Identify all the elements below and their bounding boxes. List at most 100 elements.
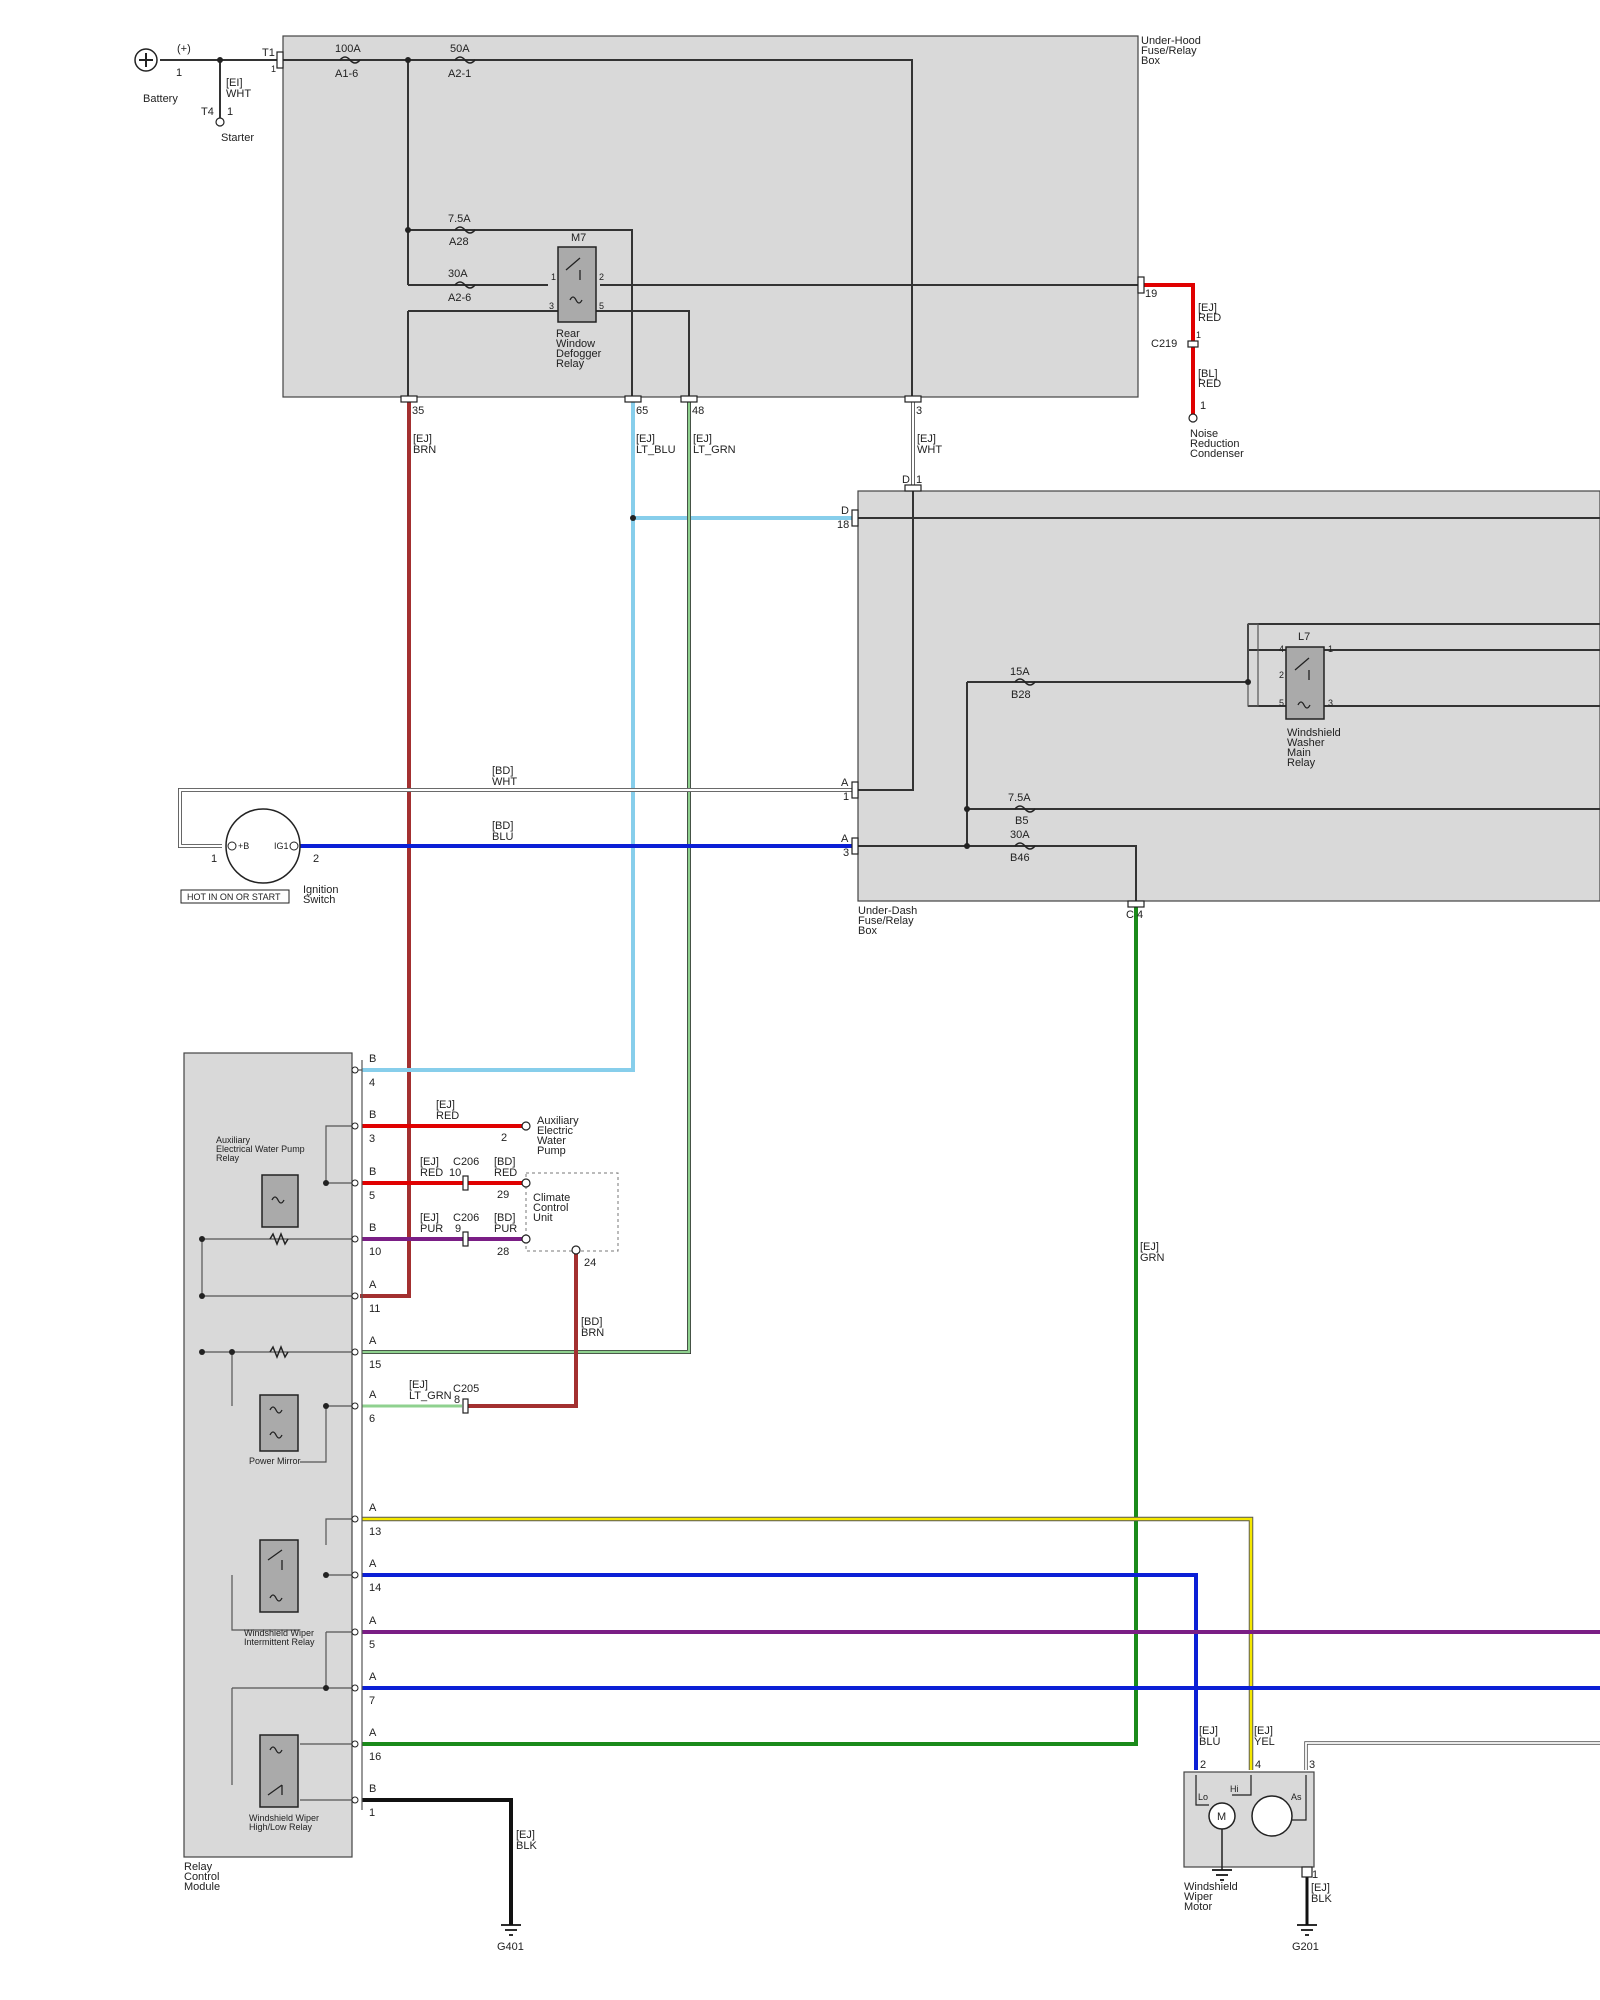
wire-brown [360, 400, 411, 1298]
rcm-connector-letter: A [369, 1335, 377, 1347]
relay-l7-name-3: Main [1287, 747, 1311, 759]
aux-pump-name-3: Water [537, 1135, 566, 1147]
condenser-pin: 1 [1200, 400, 1206, 412]
climate-pin-29 [521, 1178, 531, 1188]
climate-c206b: C206 [453, 1212, 479, 1224]
underdash-a1-conn: A [841, 777, 849, 789]
climate-pur-color2: PUR [494, 1223, 517, 1235]
pin-35: 35 [412, 405, 424, 417]
rcm-pin-number: 11 [369, 1303, 380, 1315]
fuse-7-5a-b5 [1014, 805, 1036, 813]
aux-relay-name-3: Relay [216, 1153, 240, 1163]
relay-m7-name-1: Rear [556, 328, 580, 340]
climate-pin24: 24 [584, 1257, 596, 1269]
rcm-pin-number: 3 [369, 1133, 375, 1145]
wire-yellow-inner [362, 1517, 1253, 1770]
rcm-connector-letter: B [369, 1166, 376, 1178]
wire-black-ground [362, 1798, 513, 1925]
rcm-pin-terminal [351, 1796, 359, 1804]
ltgrn-color: LT_GRN [693, 444, 736, 456]
motor-gnd-pin: 1 [1312, 1869, 1318, 1881]
climate-brn-color: BRN [581, 1327, 604, 1339]
condenser-name-3: Condenser [1190, 448, 1244, 460]
fuse-a28-id: A28 [449, 236, 469, 248]
wht-code: [EJ] [917, 433, 936, 445]
fuse-50a-rating: 50A [450, 43, 470, 55]
battery-label: Battery [143, 93, 178, 105]
wire-blue-14 [362, 1573, 1198, 1770]
fuse-a2-6-rating: 30A [448, 268, 468, 280]
highlow-name-1: Windshield Wiper [249, 1813, 319, 1823]
pin-3-top: 3 [916, 405, 922, 417]
aux-water-pump-relay [261, 1174, 299, 1228]
ltblu-color: LT_BLU [636, 444, 676, 456]
fuse-b28-rating: 15A [1010, 666, 1030, 678]
t1-label: T1 [262, 47, 275, 59]
motor-gnd-color: BLK [1311, 1893, 1332, 1905]
power-mirror-relay [259, 1394, 299, 1452]
rcm-pin-terminal [351, 1292, 359, 1300]
rcm-name-2: Control [184, 1871, 219, 1883]
pin-19: 19 [1145, 288, 1157, 300]
motor-m: M [1217, 1811, 1226, 1823]
climate-pin-24 [571, 1245, 581, 1255]
relay-m7-p1: 1 [551, 272, 556, 282]
wire-white-motor [1304, 1741, 1600, 1770]
fuse-50a [454, 56, 476, 64]
intermittent-name-2: Intermittent Relay [244, 1637, 315, 1647]
climate-pin28: 28 [497, 1246, 509, 1258]
underdash-a3-conn: A [841, 833, 849, 845]
ign-wht-color: WHT [492, 776, 517, 788]
rcm-connector-letter: A [369, 1671, 377, 1683]
motor-yel-code: [EJ] [1254, 1725, 1273, 1737]
c205-ltgrn-color: LT_GRN [409, 1390, 452, 1402]
relay-l7-id: L7 [1298, 631, 1310, 643]
under-hood-fuse-relay-box [282, 35, 1139, 398]
wire-light-blue [362, 400, 852, 1072]
wire-green [362, 906, 1138, 1746]
relay-m7-name-2: Window [556, 338, 595, 350]
relay-l7-p5: 5 [1279, 698, 1284, 708]
rcm-pin-number: 15 [369, 1359, 381, 1371]
rcm-pin-terminal [351, 1628, 359, 1636]
rcm-pin-terminal [351, 1571, 359, 1579]
rcm-pin-terminal [351, 1740, 359, 1748]
relay-l7-p4: 4 [1279, 644, 1284, 654]
motor-name-1: Windshield [1184, 1881, 1238, 1893]
battery-icon [134, 48, 158, 72]
rcm-connector-letter: B [369, 1222, 376, 1234]
relay-m7-name-4: Relay [556, 358, 585, 370]
fuse-b5-id: B5 [1015, 815, 1028, 827]
underdash-a3-pin: 3 [843, 847, 849, 859]
c205-pin: 8 [454, 1394, 460, 1406]
motor-yel-color: YEL [1254, 1736, 1275, 1748]
underdash-a1-pin: 1 [843, 791, 849, 803]
starter-label: Starter [221, 132, 254, 144]
ground-g401-icon [501, 1924, 521, 1936]
underdash-d-conn: D [902, 474, 910, 486]
rcm-pin-number: 5 [369, 1639, 375, 1651]
wire-yellow [362, 1516, 1254, 1770]
relay-l7-p2: 2 [1279, 670, 1284, 680]
wiper-intermittent-relay [259, 1539, 299, 1613]
motor-blu-code: [EJ] [1199, 1725, 1218, 1737]
rcm-connector-letter: B [369, 1109, 376, 1121]
underdash-d2: D [841, 505, 849, 517]
rcm-pin-number: 14 [369, 1582, 381, 1594]
rcm-connector-letter: A [369, 1502, 377, 1514]
fuse-a28-rating: 7.5A [448, 213, 471, 225]
fuse-100a-id: A1-6 [335, 68, 358, 80]
brn-code: [EJ] [413, 433, 432, 445]
fuse-b5-rating: 7.5A [1008, 792, 1031, 804]
aux-pump-name-1: Auxiliary [537, 1115, 579, 1127]
underdash-title-3: Box [858, 925, 877, 937]
rcm-pin-terminals [351, 1066, 359, 1804]
aux-pump-pin: 2 [501, 1132, 507, 1144]
fuse-a2-6-id: A2-6 [448, 292, 471, 304]
rcm-pin-terminal [351, 1402, 359, 1410]
climate-c206a: C206 [453, 1156, 479, 1168]
wire-red-condenser [1142, 283, 1195, 416]
intermittent-name-1: Windshield Wiper [244, 1628, 314, 1638]
brn-color: BRN [413, 444, 436, 456]
ign-name-2: Switch [303, 894, 335, 906]
